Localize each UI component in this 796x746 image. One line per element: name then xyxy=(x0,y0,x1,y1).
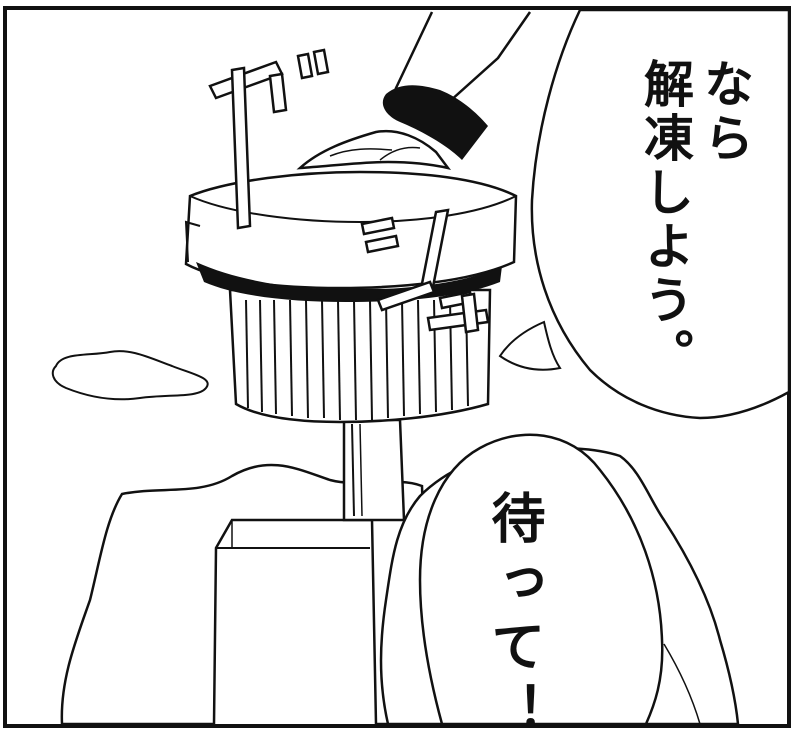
cloud-right xyxy=(500,322,560,370)
bubble-lower-text: 待って！ xyxy=(482,490,545,746)
device-stem xyxy=(344,420,404,520)
speech-bubble-upper xyxy=(532,10,789,418)
arm-illustration xyxy=(300,12,530,168)
bubble-upper-line1: なら xyxy=(696,58,754,166)
speech-bubble-lower xyxy=(420,435,662,724)
sound-effect-go xyxy=(210,50,488,332)
cloud-left xyxy=(53,351,208,399)
pedestal-block xyxy=(214,520,376,724)
bubble-upper-line2: 解凍しよう。 xyxy=(636,58,694,382)
device-skirt xyxy=(230,290,490,422)
